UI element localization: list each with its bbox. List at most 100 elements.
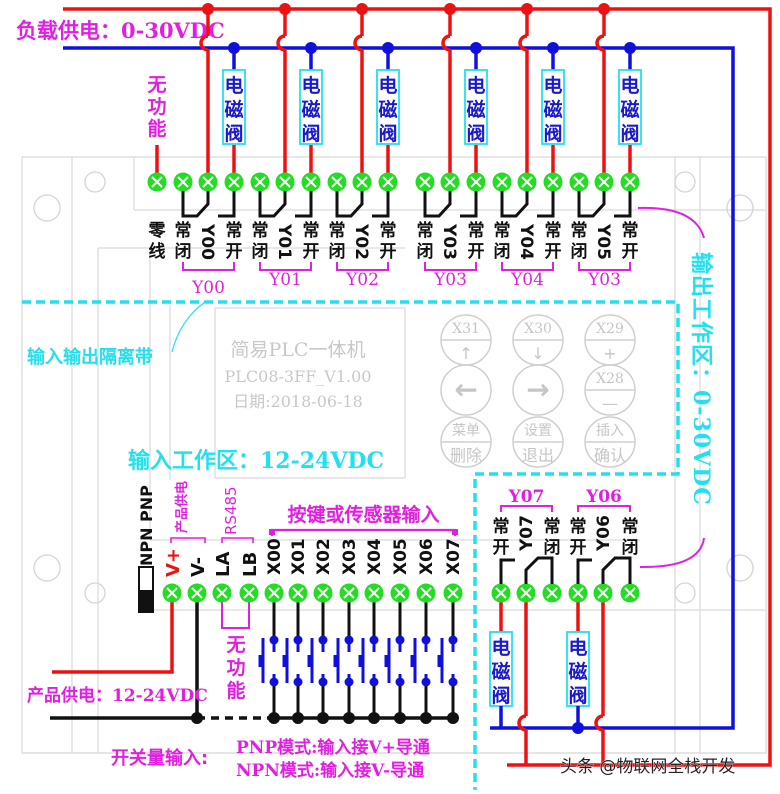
relay-nc-label-char: 闭	[175, 241, 192, 262]
relay-no-label-char: 开	[468, 242, 485, 262]
input-label: X04	[365, 538, 385, 575]
terminal-Y03-com[interactable]	[439, 171, 461, 193]
terminal-Y07-no[interactable]	[490, 582, 512, 604]
terminal-Y00-no[interactable]	[223, 171, 245, 193]
terminal-input-X05[interactable]	[389, 582, 411, 604]
terminal-neutral[interactable]	[146, 171, 168, 193]
terminal-Y01-nc[interactable]	[249, 171, 271, 193]
keypad-arrow-label: ←	[454, 373, 477, 406]
solenoid-label-char: 磁	[491, 660, 510, 683]
input-common-junction	[292, 712, 304, 724]
solenoid-label-char: 磁	[620, 98, 639, 121]
terminal-v-minus[interactable]	[186, 582, 208, 604]
relay-no-label: 常开	[226, 220, 243, 262]
solenoid-label-char: 电	[224, 74, 243, 97]
terminal-Y00-nc[interactable]	[172, 171, 194, 193]
relay-contact-symbol	[576, 558, 592, 584]
positive-junction	[598, 3, 610, 15]
terminal-Y01-no[interactable]	[300, 171, 322, 193]
rs485-lb-label: LB	[240, 552, 261, 577]
relay-no-label-char: 开	[570, 538, 587, 558]
relay-no-label: 常开	[380, 220, 397, 262]
input-common-junction	[343, 712, 355, 724]
relay-nc-label-char: 常	[571, 220, 588, 241]
terminal-Y04-com[interactable]	[516, 171, 538, 193]
rs485-bracket	[221, 602, 250, 629]
keypad-button[interactable]: X29+	[584, 314, 636, 366]
relay-no-label: 常开	[468, 220, 485, 262]
terminal-Y03-nc[interactable]	[414, 171, 436, 193]
terminal-rs485-la[interactable]	[211, 582, 233, 604]
terminal-Y04-nc[interactable]	[491, 171, 513, 193]
terminal-input-X04[interactable]	[363, 582, 385, 604]
keypad-button[interactable]: X31↑	[440, 314, 492, 366]
terminal-v-plus[interactable]	[161, 582, 183, 604]
solenoid-valve-Y02: 电磁阀	[376, 69, 400, 145]
relay-no-label-char: 开	[380, 242, 397, 262]
relay-group-bracket	[577, 505, 631, 512]
terminal-Y05-nc[interactable]	[568, 171, 590, 193]
keypad-button[interactable]: →	[512, 364, 564, 416]
wire-crossover-hop	[517, 714, 527, 732]
terminal-Y00-com[interactable]	[197, 171, 219, 193]
keypad-top-label: X28	[596, 371, 624, 387]
terminal-Y02-nc[interactable]	[326, 171, 348, 193]
keypad-top-label: 插入	[596, 423, 624, 439]
terminal-Y06-no[interactable]	[567, 582, 589, 604]
terminal-input-X07[interactable]	[442, 582, 464, 604]
terminal-input-X02[interactable]	[312, 582, 334, 604]
terminal-input-X01[interactable]	[287, 582, 309, 604]
relay-no-label-char: 开	[493, 538, 510, 558]
solenoid-valve-Y01: 电磁阀	[299, 69, 323, 145]
solenoid-label-char: 电	[466, 74, 485, 97]
relay-group-bracket	[424, 262, 477, 271]
input-common-junction	[368, 712, 380, 724]
terminal-Y03-no[interactable]	[465, 171, 487, 193]
relay-contact-symbol	[258, 191, 287, 218]
no-function-label-bottom-char: 功	[226, 657, 245, 679]
solenoid-valve-Y03: 电磁阀	[464, 69, 488, 145]
negative-junction	[572, 722, 584, 734]
relay-com-label: Y05	[593, 223, 613, 260]
terminal-Y04-no[interactable]	[542, 171, 564, 193]
terminal-Y02-com[interactable]	[351, 171, 373, 193]
relay-contact-symbol	[218, 191, 236, 218]
mounting-hole	[84, 171, 106, 193]
solenoid-box	[541, 69, 565, 145]
terminal-input-X03[interactable]	[338, 582, 360, 604]
terminal-Y07-nc[interactable]	[541, 582, 563, 604]
terminal-Y06-nc[interactable]	[619, 582, 641, 604]
terminal-rs485-lb[interactable]	[238, 582, 260, 604]
relay-no-label: 常开	[570, 516, 587, 558]
terminal-Y06-com[interactable]	[592, 582, 614, 604]
relay-group-label: Y03	[433, 270, 467, 290]
plc-board-outline	[21, 156, 767, 754]
terminal-Y07-com[interactable]	[515, 582, 537, 604]
keypad-button[interactable]: ←	[440, 364, 492, 416]
neutral-label-char: 零	[148, 221, 167, 241]
input-label: X01	[289, 538, 309, 575]
terminal-Y05-no[interactable]	[619, 171, 641, 193]
negative-junction	[624, 42, 636, 54]
relay-nc-label-char: 闭	[571, 241, 588, 262]
relay-nc-label-char: 常	[494, 220, 511, 241]
keypad-button[interactable]: X30↓	[512, 314, 564, 366]
mounting-holes	[33, 171, 754, 604]
wire-crossover-hop	[518, 34, 528, 52]
relay-nc-label-char: 闭	[622, 537, 639, 558]
npn-pnp-switch[interactable]	[138, 566, 154, 613]
relay-no-label-char: 开	[226, 242, 243, 262]
relay-no-label: 常开	[622, 220, 639, 262]
terminal-Y02-no[interactable]	[377, 171, 399, 193]
terminal-input-X00[interactable]	[263, 582, 285, 604]
no-function-label-bottom-char: 能	[226, 679, 245, 702]
terminal-Y01-com[interactable]	[274, 171, 296, 193]
terminal-Y05-com[interactable]	[593, 171, 615, 193]
keypad-button[interactable]: X28—	[584, 364, 636, 416]
relay-contact-symbol	[537, 191, 555, 218]
terminal-input-X06[interactable]	[415, 582, 437, 604]
